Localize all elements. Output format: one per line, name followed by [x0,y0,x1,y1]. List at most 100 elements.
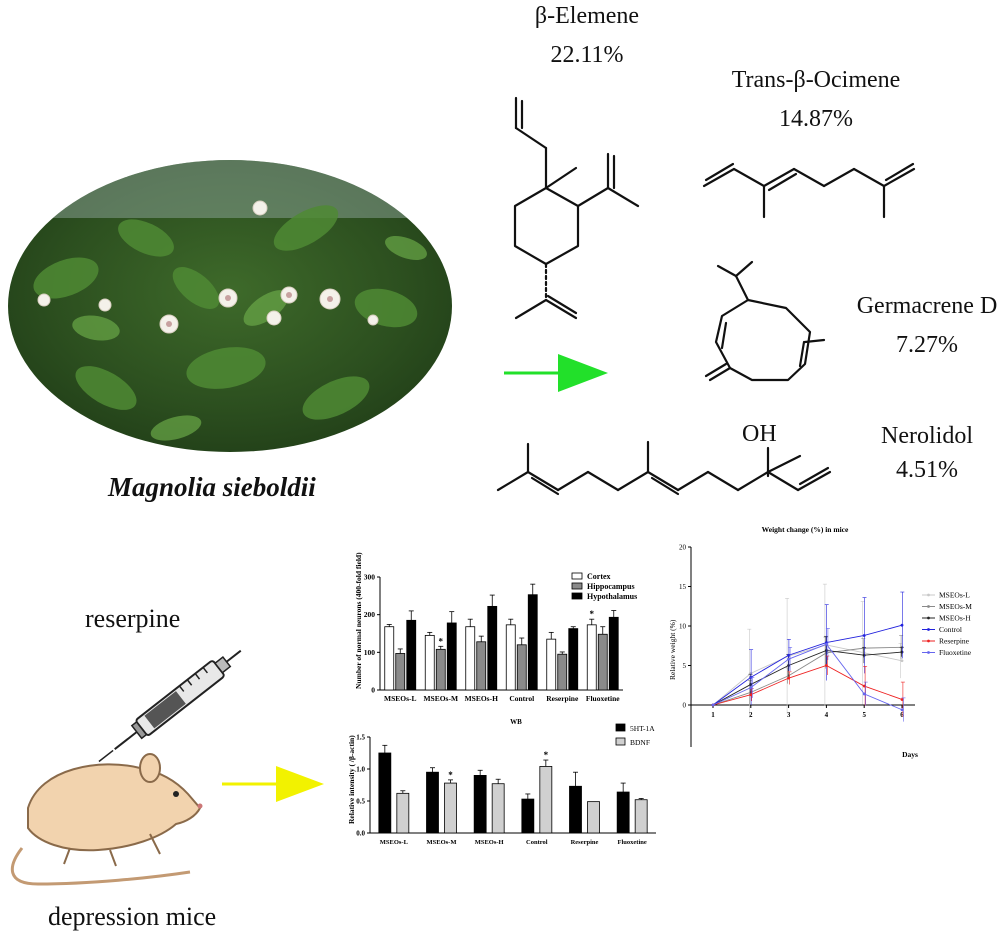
mouse-icon [10,753,203,886]
legend-label-mseos-l: MSEOs-L [939,591,970,600]
compound-percent-beta-elemene: 22.11% [550,42,624,68]
bar-hypothalamus-mseos-m [446,622,457,691]
compound-name-beta-elemene: β-Elemene [534,3,640,29]
point-fluoxetine [711,703,715,707]
x-tick-label-fluoxetine: Fluoxetine [586,694,620,703]
legend-marker-mseos-m [927,605,930,608]
bar-hippocampus-control [516,644,527,691]
legend-marker-mseos-l [927,593,930,597]
neuron-count-chart: Number of normal neurons (400-fold field… [354,552,637,703]
series-line-control [712,624,903,706]
legend-marker-control [927,628,930,631]
legend-label-hypothalamus: Hypothalamus [587,592,637,601]
syringe-icon [98,649,242,763]
significance-marker: * [544,750,549,760]
y-tick-label: 0.0 [356,830,365,838]
point-reserpine [825,664,828,667]
x-tick-label-fluoxetine: Fluoxetine [618,839,647,846]
legend-marker-fluoxetine [927,651,930,654]
point-reserpine [900,698,904,701]
legend-marker-reserpine [927,639,930,643]
legend-swatch-hypothalamus [571,592,583,600]
legend-label-fluoxetine: Fluoxetine [939,648,972,657]
bar-cortex-control [505,624,516,691]
bar-hypothalamus-mseos-h [487,605,498,691]
legend-label-reserpine: Reserpine [939,637,970,646]
y-tick-label: 1.5 [356,734,365,742]
legend-swatch-bdnf [615,737,626,746]
y-tick-label: 0 [683,702,687,710]
point-control [787,653,790,657]
y-tick-label: 1.0 [356,766,365,774]
legend-label-bdnf: BDNF [630,738,650,747]
green-arrow [504,354,608,392]
point-mseos-h [787,664,790,667]
bar-bdnf-reserpine [587,801,600,834]
series-line-fluoxetine [712,643,903,711]
point-fluoxetine [787,657,790,661]
y-tick-label: 15 [679,583,687,591]
weight-change-chart: Weight change (%) in mice Relative weigh… [668,525,972,759]
x-tick-label-mseos-l: MSEOs-L [384,694,417,703]
wb-legend: 5HT-1A BDNF [615,723,655,747]
x-tick-label-control: Control [509,694,534,703]
bar-bdnf-mseos-h [491,783,505,834]
y-tick-label: 0.5 [356,798,365,806]
y-tick-label: 0 [371,686,375,695]
neuron-legend: Cortex Hippocampus Hypothalamus [571,572,637,601]
point-fluoxetine [900,708,904,712]
compound-percent-nerolidol: 4.51% [896,457,958,483]
wb-chart: WB Relative intensity ( /β-actin) 5HT-1A… [347,718,656,846]
germacrene-d-structure [704,260,826,382]
compound-percent-trans-beta-ocimene: 14.87% [779,106,853,132]
y-tick-label: 10 [679,623,687,631]
x-tick-label-reserpine: Reserpine [571,839,599,846]
point-control [862,634,866,637]
bar-cortex-mseos-l [384,626,395,691]
compound-name-germacrene-d: Germacrene D [856,293,998,319]
nerolidol-structure [496,440,832,496]
y-tick-label: 100 [364,648,376,657]
bar-5ht-1a-control [521,798,535,834]
legend-swatch-5ht1a [615,723,626,732]
weight-ylabel: Relative weight (%) [668,619,677,680]
legend-label-cortex: Cortex [587,572,611,581]
bar-hippocampus-reserpine [557,653,568,691]
legend-label-mseos-h: MSEOs-H [939,614,971,623]
bar-5ht-1a-mseos-l [378,752,392,834]
bar-hypothalamus-mseos-l [406,619,417,691]
bar-hippocampus-fluoxetine [597,633,608,691]
legend-swatch-cortex [571,572,583,580]
bar-hippocampus-mseos-l [395,653,406,691]
point-control [900,623,904,627]
trans-beta-ocimene-structure [702,162,916,219]
series-line-mseos-h [712,650,903,706]
point-fluoxetine [825,642,828,646]
yellow-arrow [222,766,324,802]
bar-cortex-reserpine [546,638,557,691]
x-tick-label: 5 [862,711,866,719]
compound-name-nerolidol: Nerolidol [881,423,973,449]
x-tick-label: 4 [825,711,829,719]
point-fluoxetine [862,692,866,696]
legend-marker-mseos-h [927,616,930,620]
point-fluoxetine [749,686,753,690]
beta-elemene-structure [513,96,640,320]
compound-name-trans-beta-ocimene: Trans-β-Ocimene [731,67,901,93]
bar-5ht-1a-mseos-m [426,771,439,834]
point-reserpine [749,693,753,697]
compound-percent-germacrene-d: 7.27% [896,332,958,358]
depression-mice-label: depression mice [48,902,217,931]
x-tick-label-mseos-m: MSEOs-M [423,694,458,703]
chemical-structures [496,96,916,496]
bar-bdnf-fluoxetine [634,799,648,834]
legend-label-control: Control [939,625,962,634]
plant-name: Magnolia sieboldii [108,472,316,502]
legend-label-mseos-m: MSEOs-M [939,602,972,611]
significance-marker: * [590,609,595,619]
legend-label-5ht1a: 5HT-1A [630,724,655,733]
bar-bdnf-mseos-l [396,792,410,834]
bar-5ht-1a-mseos-h [473,775,487,834]
bar-5ht-1a-reserpine [569,785,582,834]
series-line-reserpine [712,665,903,706]
